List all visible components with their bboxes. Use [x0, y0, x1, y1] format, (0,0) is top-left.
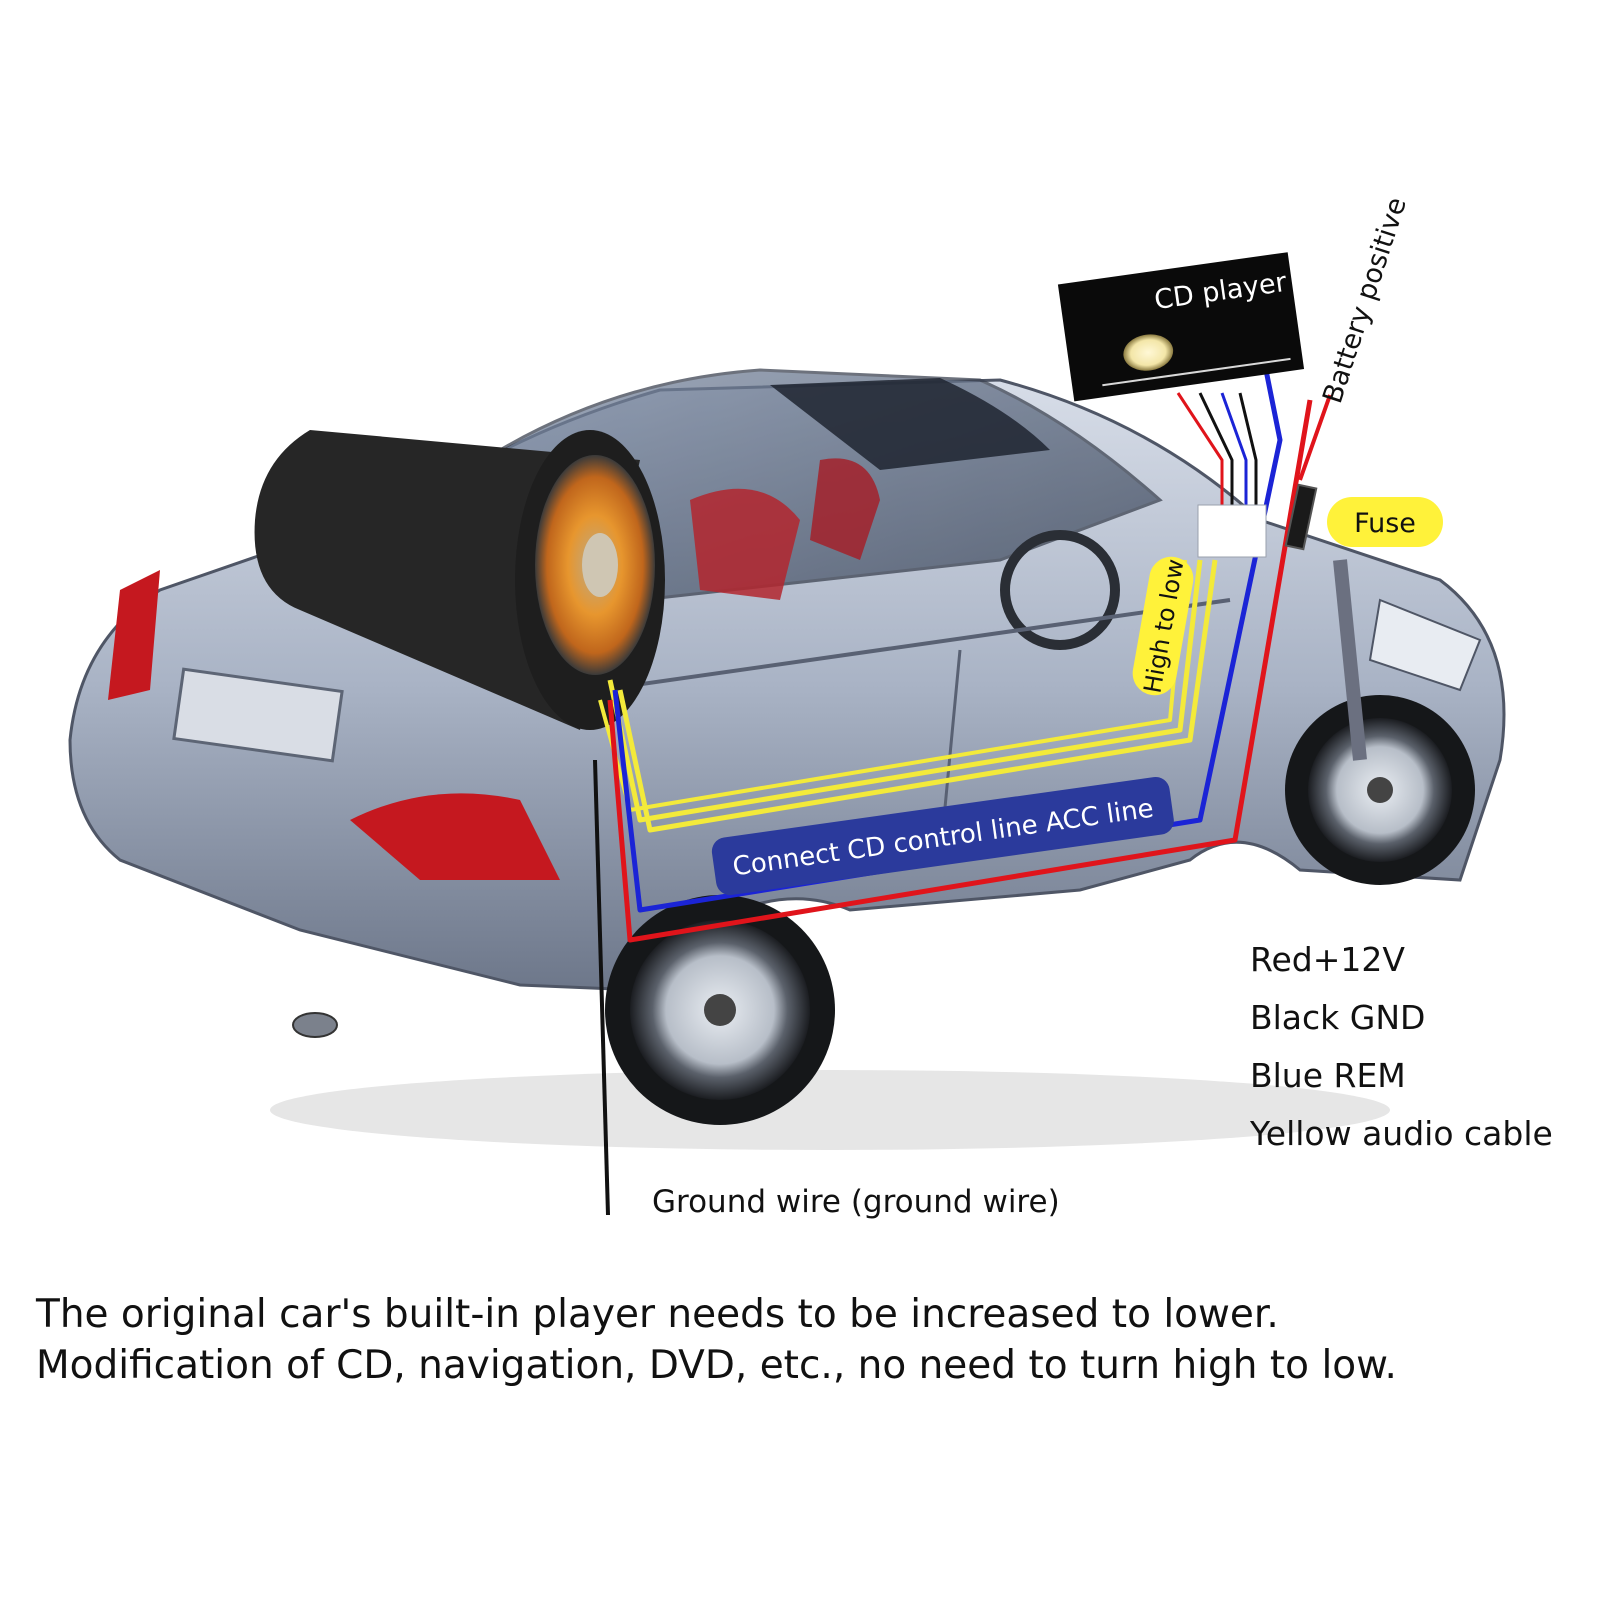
- black-lead: [1238, 392, 1258, 520]
- junction-box: [1197, 504, 1267, 558]
- tail-light: [108, 570, 160, 700]
- license-plate: [172, 667, 344, 763]
- legend-blue: Blue REM: [1250, 1056, 1406, 1095]
- battery-lead: [1298, 394, 1332, 481]
- exhaust: [292, 1012, 338, 1038]
- red-power-wire: [607, 399, 1313, 943]
- ground-wire-label: Ground wire (ground wire): [652, 1184, 1060, 1220]
- front-wheel: [1285, 695, 1475, 885]
- high-to-low-pill: [1132, 556, 1194, 696]
- black-lead: [1198, 392, 1234, 520]
- yellow-audio-wire: [607, 559, 1203, 823]
- tail-light: [350, 793, 560, 880]
- front-strut: [1333, 559, 1367, 761]
- legend-yellow: Yellow audio cable: [1250, 1114, 1553, 1153]
- cd-player: CD player: [1057, 252, 1305, 402]
- car-seat: [810, 458, 880, 560]
- red-lead: [1176, 392, 1224, 520]
- rear-wheel: [605, 895, 835, 1125]
- legend-red: Red+12V: [1250, 940, 1405, 979]
- fuse-holder: [1284, 483, 1318, 551]
- car-seat: [690, 488, 800, 600]
- fuse-label: Fuse: [1354, 508, 1416, 539]
- caption-line-2: Modification of CD, navigation, DVD, etc…: [36, 1343, 1397, 1388]
- car-shadow: [270, 1070, 1390, 1150]
- acc-line-banner: [711, 776, 1174, 896]
- fuse-pill: [1327, 497, 1443, 547]
- blue-rem-wire: [612, 364, 1283, 913]
- steering-wheel: [1000, 530, 1120, 650]
- car-sunroof: [770, 378, 1050, 470]
- cd-disc-icon: [1123, 334, 1174, 371]
- headlight: [1368, 598, 1482, 692]
- blue-lead: [1220, 392, 1248, 520]
- black-ground-wire: [593, 759, 610, 1216]
- legend-black: Black GND: [1250, 998, 1426, 1037]
- caption-line-1: The original car's built-in player needs…: [36, 1292, 1279, 1337]
- subwoofer: [254, 430, 665, 730]
- yellow-audio-wire: [617, 559, 1218, 833]
- battery-positive-label: Battery positive: [1317, 194, 1413, 408]
- car-beltline: [599, 598, 1231, 692]
